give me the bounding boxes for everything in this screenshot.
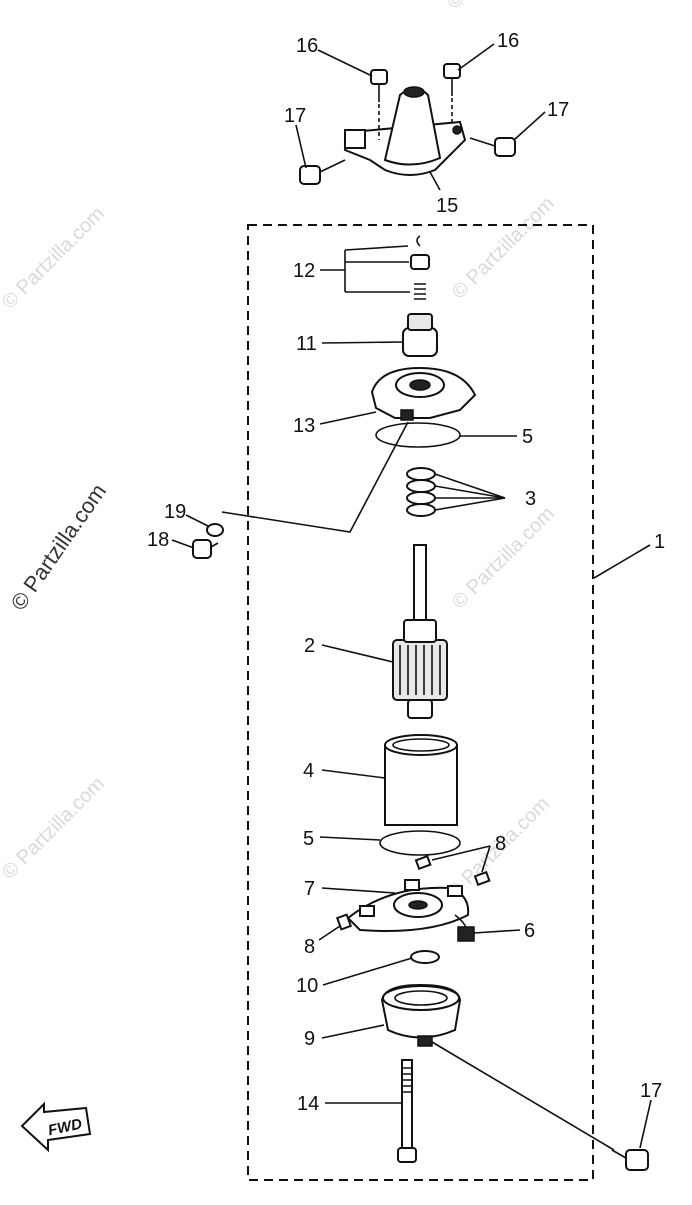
fwd-label: FWD bbox=[47, 1116, 84, 1140]
callout-7: 7 bbox=[304, 878, 315, 900]
callout-8-top: 8 bbox=[495, 833, 506, 855]
watermark-1: © Partzilla.com bbox=[0, 203, 109, 314]
callout-17-bottom: 17 bbox=[640, 1080, 662, 1102]
part-9-rear-bracket bbox=[380, 983, 462, 1047]
part-17-bolts-top bbox=[299, 137, 516, 185]
part-3-washers bbox=[406, 467, 436, 517]
part-10-washer bbox=[410, 950, 440, 964]
part-13-front-bracket bbox=[370, 366, 477, 421]
leader-lines bbox=[171, 43, 652, 1151]
callout-19: 19 bbox=[164, 501, 186, 523]
part-16-bolts bbox=[370, 63, 461, 140]
callout-1: 1 bbox=[654, 531, 665, 553]
watermark-2: © Partzilla.com bbox=[448, 193, 559, 304]
callout-12: 12 bbox=[293, 260, 315, 282]
callout-6: 6 bbox=[524, 920, 535, 942]
part-7-brush-holder bbox=[346, 879, 470, 932]
watermark-4: © Partzilla.com bbox=[0, 773, 109, 884]
callout-16-right: 16 bbox=[497, 30, 519, 52]
part-8-brushes bbox=[335, 854, 491, 931]
part-11-pinion bbox=[402, 313, 438, 357]
watermarks: © Partzilla.com © Partzilla.com © Partzi… bbox=[0, 0, 559, 904]
callout-16-left: 16 bbox=[296, 35, 318, 57]
part-2-armature bbox=[392, 544, 448, 719]
callout-labels: 16 16 17 17 15 12 11 13 5 3 19 18 1 2 4 … bbox=[147, 30, 665, 1115]
part-15-pinion-cover bbox=[343, 86, 467, 176]
callout-3: 3 bbox=[525, 488, 536, 510]
part-6-terminal bbox=[454, 914, 475, 942]
part-4-yoke bbox=[384, 734, 458, 826]
part-17-bolt-bottom bbox=[611, 1149, 649, 1171]
fwd-arrow-icon: FWD bbox=[20, 1101, 92, 1153]
callout-4: 4 bbox=[303, 760, 314, 782]
watermark-6: © Partzilla.com bbox=[443, 0, 554, 14]
callout-14: 14 bbox=[297, 1093, 319, 1115]
part-18-19-screw-washer bbox=[192, 523, 224, 559]
callout-2: 2 bbox=[304, 635, 315, 657]
part-12-clip-set bbox=[410, 235, 430, 300]
callout-9: 9 bbox=[304, 1028, 315, 1050]
part-5-oring-bottom bbox=[379, 830, 461, 856]
assembly-box bbox=[247, 224, 594, 1181]
callout-18: 18 bbox=[147, 529, 169, 551]
callout-10: 10 bbox=[296, 975, 318, 997]
callout-5-bottom: 5 bbox=[303, 828, 314, 850]
callout-15: 15 bbox=[436, 195, 458, 217]
callout-11: 11 bbox=[296, 333, 317, 355]
callout-17-top-right: 17 bbox=[547, 99, 569, 121]
callout-8-bottom: 8 bbox=[304, 936, 315, 958]
part-14-through-bolt bbox=[397, 1059, 417, 1163]
callout-5-top: 5 bbox=[522, 426, 533, 448]
callout-13: 13 bbox=[293, 415, 315, 437]
part-5-oring-top bbox=[375, 422, 461, 448]
callout-17-top-left: 17 bbox=[284, 105, 306, 127]
watermark-3: © Partzilla.com bbox=[448, 503, 559, 614]
watermark-side: © Partzilla.com bbox=[6, 479, 112, 615]
